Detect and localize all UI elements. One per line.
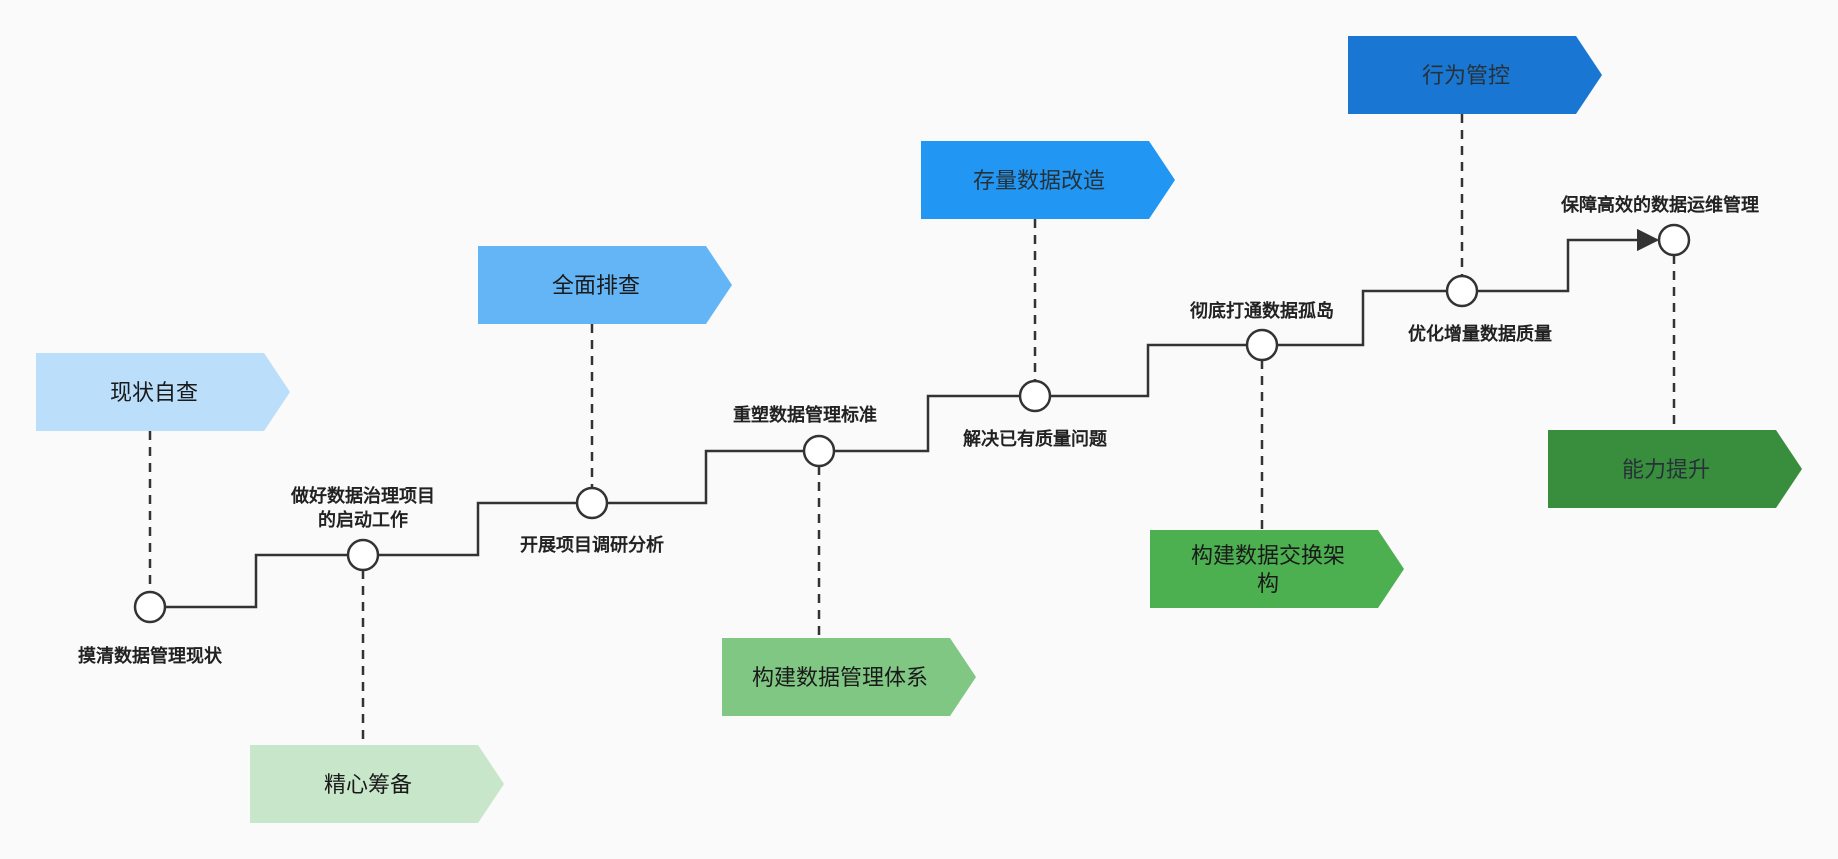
path-segment-1 xyxy=(165,553,348,609)
milestone-label-line: 保障高效的数据运维管理 xyxy=(1560,194,1759,216)
tag-label: 行为管控 xyxy=(1422,64,1510,89)
tag-label-line: 现状自查 xyxy=(110,381,198,406)
milestone-label-line: 做好数据治理项目 xyxy=(290,485,435,507)
milestone-label-8: 保障高效的数据运维管理 xyxy=(1560,194,1759,216)
milestone-label-1: 摸清数据管理现状 xyxy=(78,645,223,667)
milestone-label-5: 解决已有质量问题 xyxy=(963,428,1108,450)
tag-label-line: 全面排查 xyxy=(552,274,640,299)
tag-shape xyxy=(1348,36,1602,114)
tag-label: 精心筹备 xyxy=(324,773,412,798)
tag-shape xyxy=(36,353,290,431)
milestone-node-6 xyxy=(1245,328,1279,362)
milestone-label-line: 彻底打通数据孤岛 xyxy=(1189,300,1334,322)
milestone-label-4: 重塑数据管理标准 xyxy=(733,404,877,426)
milestone-label-line: 开展项目调研分析 xyxy=(520,534,664,556)
tag-2: 精心筹备 xyxy=(250,745,504,823)
tag-label-line: 构建数据交换架 xyxy=(1191,544,1345,569)
tag-shape xyxy=(1150,530,1404,608)
tag-label-line: 精心筹备 xyxy=(324,773,412,798)
tag-shape xyxy=(921,141,1175,219)
milestone-node-8 xyxy=(1657,223,1691,257)
path-segment-5 xyxy=(1050,343,1247,398)
milestone-node-2 xyxy=(346,538,380,572)
tag-label: 全面排查 xyxy=(552,274,640,299)
milestone-label-7: 优化增量数据质量 xyxy=(1408,323,1552,345)
milestone-node-3 xyxy=(575,486,609,520)
milestone-node-5 xyxy=(1018,379,1052,413)
tag-shape xyxy=(250,745,504,823)
milestone-label-line: 解决已有质量问题 xyxy=(963,428,1108,450)
tag-label-line: 存量数据改造 xyxy=(973,169,1105,194)
tag-shape xyxy=(722,638,976,716)
tag-label-line: 构 xyxy=(1257,572,1279,597)
tag-label-line: 行为管控 xyxy=(1422,64,1510,89)
tag-4: 构建数据管理体系 xyxy=(722,638,976,716)
tag-label-line: 构建数据管理体系 xyxy=(752,666,928,691)
tag-label: 构建数据交换架构 xyxy=(1191,544,1345,597)
milestone-label-2: 做好数据治理项目的启动工作 xyxy=(290,485,435,531)
tag-label: 能力提升 xyxy=(1622,458,1710,483)
milestone-node-1 xyxy=(133,590,167,624)
milestone-label-3: 开展项目调研分析 xyxy=(520,534,664,556)
tag-shape xyxy=(1548,430,1802,508)
milestone-label-6: 彻底打通数据孤岛 xyxy=(1189,300,1334,322)
milestone-label-line: 的启动工作 xyxy=(318,509,408,531)
milestone-label-line: 摸清数据管理现状 xyxy=(78,645,223,667)
tag-6: 构建数据交换架构 xyxy=(1150,530,1404,608)
tag-8: 能力提升 xyxy=(1548,430,1802,508)
tag-label: 现状自查 xyxy=(110,381,198,406)
milestone-label-line: 重塑数据管理标准 xyxy=(733,404,877,426)
path-segment-4 xyxy=(834,394,1020,453)
tag-7: 行为管控 xyxy=(1348,36,1602,114)
main-path xyxy=(165,228,1660,609)
milestone-node-4 xyxy=(802,434,836,468)
milestone-label-line: 优化增量数据质量 xyxy=(1408,323,1552,345)
path-segment-7 xyxy=(1477,228,1660,293)
tag-label-line: 能力提升 xyxy=(1622,458,1710,483)
path-segment-3 xyxy=(607,449,804,505)
path-segment-2 xyxy=(378,501,577,557)
tag-shape xyxy=(478,246,732,324)
tag-1: 现状自查 xyxy=(36,353,290,431)
path-segment-6 xyxy=(1277,289,1447,347)
tag-label: 构建数据管理体系 xyxy=(752,666,928,691)
tag-5: 存量数据改造 xyxy=(921,141,1175,219)
tag-3: 全面排查 xyxy=(478,246,732,324)
milestone-node-7 xyxy=(1445,274,1479,308)
nodes xyxy=(133,223,1691,624)
connectors xyxy=(148,114,1676,745)
tag-label: 存量数据改造 xyxy=(973,169,1105,194)
